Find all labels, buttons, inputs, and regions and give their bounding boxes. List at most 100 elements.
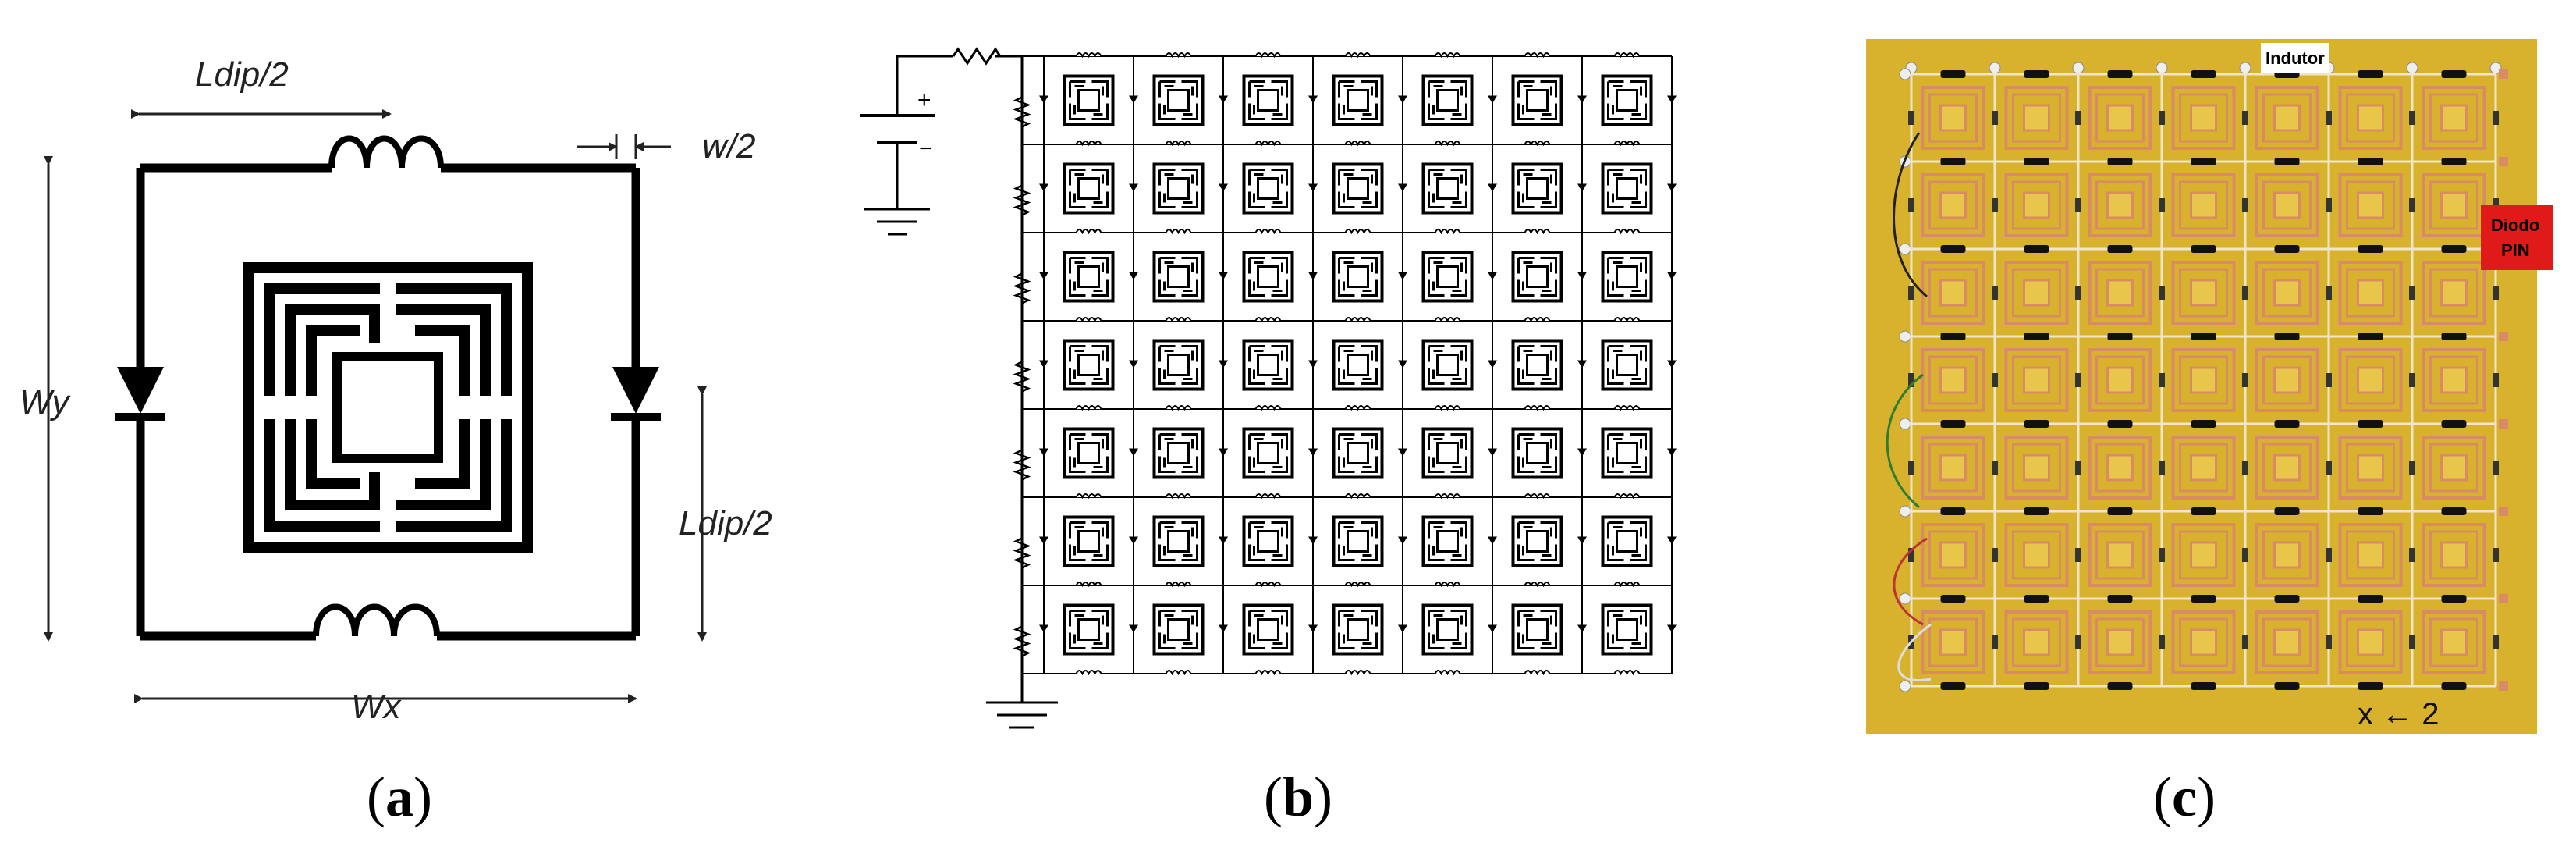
solder-pad	[2239, 62, 2251, 74]
inductor-component	[2024, 420, 2049, 428]
solder-pad	[2406, 62, 2418, 74]
fss-element-icon	[1242, 427, 1294, 479]
fss-element-icon	[1601, 74, 1653, 126]
inductor-component	[1940, 682, 1966, 690]
fss-element-icon	[1332, 603, 1384, 656]
inductor-component	[2358, 70, 2383, 78]
inductor-component	[2024, 595, 2049, 603]
right-diode-icon	[611, 367, 661, 437]
inductor-icon	[1344, 405, 1371, 411]
inductor-component	[2274, 595, 2300, 603]
bias-wire-red	[1893, 537, 1928, 626]
panel-c-fabricated-board-photo: Indutor Diodo PIN x ← 2 (c)	[1794, 0, 2576, 868]
inductor-icon	[1613, 52, 1641, 59]
pin-diode-component	[2409, 461, 2415, 475]
inductor-icon	[1524, 493, 1551, 500]
fss-element-icon	[1511, 603, 1563, 656]
fss-element-icon	[1601, 603, 1653, 656]
inductor-label-box	[2261, 43, 2329, 73]
diode-icon	[1577, 448, 1587, 457]
inductor-component	[1940, 420, 1966, 428]
inductor-icon	[1165, 52, 1192, 59]
inductor-component	[2191, 682, 2216, 690]
fss-copper-element	[2255, 348, 2319, 412]
inductor-component	[1940, 245, 1966, 253]
diode-icon	[1398, 448, 1407, 457]
inductor-icon	[1075, 141, 1102, 147]
battery-minus-label: −	[919, 136, 933, 162]
pin-diode-component	[2409, 373, 2415, 387]
diode-icon	[1398, 95, 1407, 104]
fss-copper-element	[2338, 523, 2403, 587]
diode-icon	[1667, 272, 1677, 280]
inductor-icon	[1613, 141, 1641, 147]
bias-resistor-icon	[1013, 272, 1031, 304]
solder-pad	[2499, 681, 2508, 691]
fss-copper-element	[2088, 86, 2152, 150]
diode-icon	[1129, 183, 1138, 192]
fss-copper-element	[2088, 610, 2152, 674]
inductor-component	[2191, 70, 2216, 78]
inductor-icon	[1165, 670, 1192, 676]
diode-icon	[1577, 272, 1587, 280]
fss-copper-element	[2088, 436, 2152, 500]
diode-icon	[1308, 183, 1318, 192]
inductor-icon	[1524, 317, 1551, 323]
inductor-icon	[1344, 229, 1371, 235]
inductor-component	[2441, 507, 2467, 515]
fss-copper-element	[2338, 173, 2403, 237]
diode-icon	[1667, 183, 1677, 192]
fss-element-icon	[1063, 603, 1115, 656]
diode-icon	[1129, 536, 1138, 545]
inductor-component	[2274, 420, 2300, 428]
diode-icon	[1039, 360, 1048, 368]
pin-diode-component	[2409, 635, 2415, 649]
inductor-icon	[1344, 141, 1371, 147]
fss-copper-element	[2171, 610, 2236, 674]
fss-element-icon	[1152, 339, 1205, 391]
pin-diode-component	[2159, 198, 2165, 212]
inductor-icon	[1075, 405, 1102, 411]
inductor-icon	[1254, 670, 1282, 676]
pin-diode-component	[2075, 635, 2081, 649]
fss-element-icon	[1242, 603, 1294, 656]
inductor-icon	[1075, 493, 1102, 500]
inductor-icon	[1344, 493, 1371, 500]
fss-element-icon	[1152, 427, 1205, 479]
diode-icon	[1308, 624, 1318, 633]
diode-icon	[1577, 624, 1587, 633]
fss-element-icon	[1601, 515, 1653, 567]
inductor-component	[2024, 507, 2049, 515]
inductor-icon	[1165, 405, 1192, 411]
inductor-icon	[1165, 317, 1192, 323]
fss-copper-element	[2004, 86, 2069, 150]
solder-pad	[1899, 330, 1911, 343]
fss-copper-element	[2004, 610, 2069, 674]
pin-diode-component	[2242, 286, 2248, 300]
pin-diode-component	[1992, 548, 1998, 562]
fss-copper-element	[2255, 86, 2319, 150]
caption-a: (a)	[367, 766, 432, 828]
inductor-component	[2191, 333, 2216, 340]
bias-resistor-icon	[1013, 537, 1031, 569]
solder-pad	[2499, 594, 2508, 603]
inductor-icon	[1344, 317, 1371, 323]
inductor-icon	[1434, 317, 1461, 323]
bias-wire-white	[1897, 623, 1932, 681]
solder-pad	[2156, 62, 2168, 74]
fss-element-icon	[1421, 603, 1474, 656]
solder-pad	[1899, 592, 1911, 605]
diode-icon	[1667, 536, 1677, 545]
inductor-component	[2274, 682, 2300, 690]
pin-diode-component	[1908, 286, 1914, 300]
wx-label: Wx	[351, 688, 403, 726]
inductor-component	[2274, 333, 2300, 340]
pin-diode-component	[2493, 373, 2499, 387]
inductor-icon	[1434, 493, 1461, 500]
bias-wire-black	[1893, 132, 1928, 298]
inductor-component	[2358, 245, 2383, 253]
pin-diode-component	[2159, 635, 2165, 649]
inductor-icon	[1434, 229, 1461, 235]
pin-diode-component	[1992, 286, 1998, 300]
diode-icon	[1308, 272, 1318, 280]
